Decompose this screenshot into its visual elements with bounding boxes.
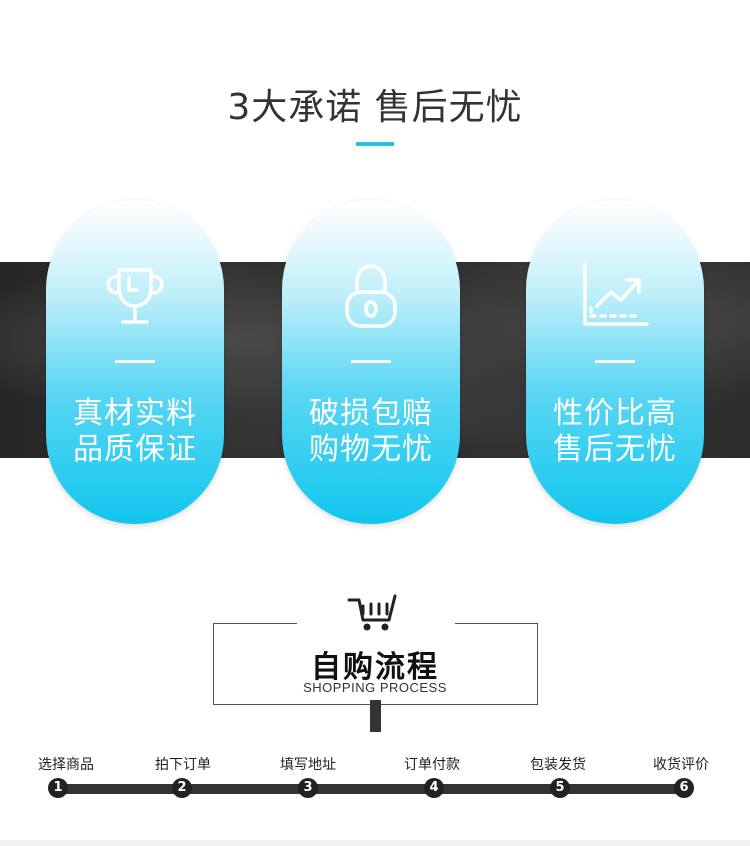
step-number-badge: 5 [550, 778, 570, 798]
step-label: 订单付款 [404, 757, 460, 773]
step-label: 拍下订单 [155, 757, 211, 773]
promise-line-2: 售后无忧 [553, 432, 677, 467]
progress-track [436, 784, 558, 794]
shopping-cart-icon [347, 594, 397, 631]
step-label: 选择商品 [38, 757, 94, 773]
promise-card-value: 性价比高 售后无忧 [526, 200, 704, 524]
step-label: 包装发货 [530, 757, 586, 773]
promise-line-2: 购物无忧 [309, 432, 433, 467]
trophy-icon [106, 268, 164, 324]
progress-track [58, 784, 180, 794]
progress-track [310, 784, 432, 794]
promise-card-damage: 破损包赔 购物无忧 [282, 200, 460, 524]
section-title: 3大承诺 售后无忧 [227, 87, 523, 128]
promise-line-1: 真材实料 [73, 396, 197, 431]
promise-card-quality: 真材实料 品质保证 [46, 200, 224, 524]
step-number-badge: 3 [298, 778, 318, 798]
card-divider [595, 360, 635, 363]
lock-icon [345, 264, 397, 328]
flow-subtitle: SHOPPING PROCESS [303, 680, 447, 695]
bottom-divider [0, 840, 750, 846]
card-divider [351, 360, 391, 363]
step-number-badge: 1 [48, 778, 68, 798]
progress-track [562, 784, 684, 794]
promise-line-2: 品质保证 [73, 432, 197, 467]
step-label: 收货评价 [653, 757, 709, 773]
step-number-badge: 2 [172, 778, 192, 798]
promise-line-1: 性价比高 [553, 396, 677, 431]
step-label: 填写地址 [280, 757, 336, 773]
step-number-badge: 4 [424, 778, 444, 798]
flow-title: 自购流程 [311, 650, 439, 685]
step-number-badge: 6 [674, 778, 694, 798]
title-accent-bar [356, 142, 394, 146]
promise-line-1: 破损包赔 [309, 396, 433, 431]
card-divider [115, 360, 155, 363]
progress-track [184, 784, 306, 794]
chart-up-icon [583, 262, 649, 326]
flow-stem [370, 700, 381, 732]
